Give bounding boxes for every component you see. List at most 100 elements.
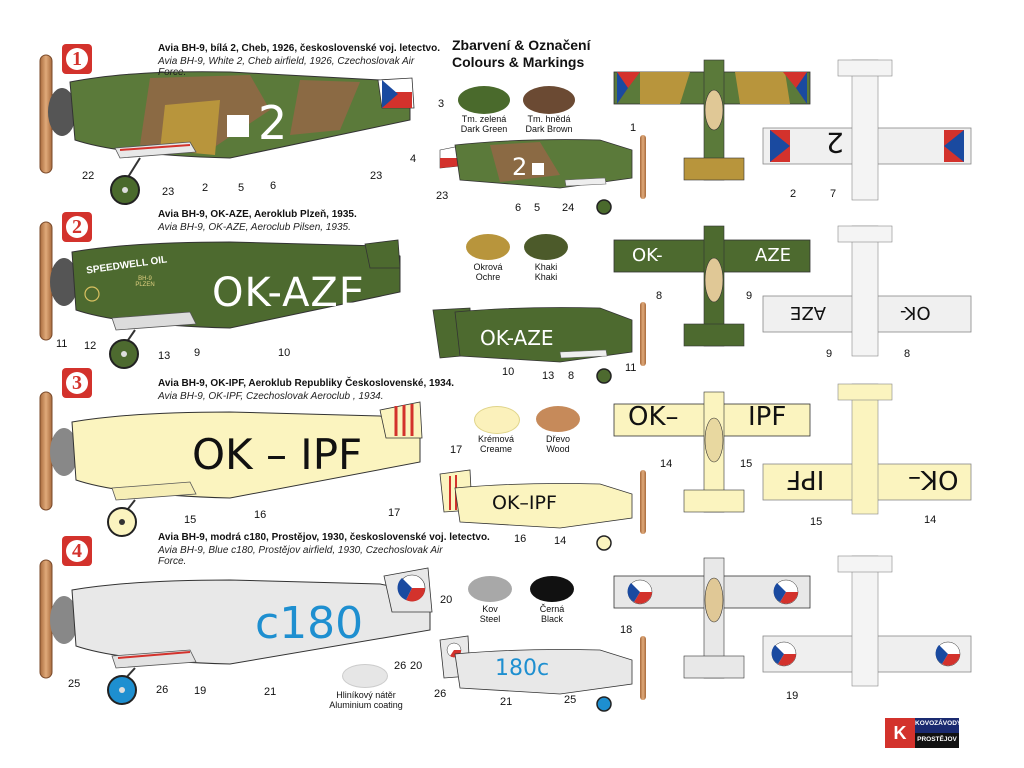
marking-4-main: c180 (255, 598, 364, 649)
callout: 6 (515, 202, 522, 214)
callout: 2 (202, 182, 209, 194)
callout: 18 (620, 624, 633, 636)
callout: 2 (790, 188, 797, 200)
profile-2-main (39, 221, 401, 369)
profile-4-main (39, 559, 433, 705)
wheel-hub (122, 187, 128, 193)
callout: 19 (194, 685, 207, 697)
callout: 14 (924, 514, 937, 526)
camo-brown-2 (290, 80, 360, 135)
callout: 5 (534, 202, 541, 214)
callout: 8 (904, 348, 911, 360)
wing-1-bottom-marking: 2 (826, 126, 844, 159)
marking-1-main: 2 (258, 96, 288, 150)
callout: 26 (394, 660, 407, 672)
wing-2-top-left: OK- (632, 245, 663, 266)
callout: 23 (436, 190, 449, 202)
profile-3-small (439, 469, 646, 551)
profile-1-small (439, 135, 646, 215)
swatch-wood (536, 406, 580, 432)
swatch-dark-brown (523, 86, 575, 114)
callout: 7 (830, 188, 837, 200)
callout: 6 (270, 180, 277, 192)
callout: 17 (388, 507, 401, 519)
planform-2-bottom (762, 225, 972, 357)
badge-2: 2 (62, 212, 92, 242)
callout: 23 (162, 186, 175, 198)
camo-ochre (160, 100, 220, 155)
logo-letter: K (893, 723, 907, 743)
profile-4-small (439, 635, 646, 712)
planform-1-bottom (762, 59, 972, 201)
scheme-2-subtitle: Avia BH-9, OK-AZE, Aeroclub Pilsen, 1935… (158, 222, 351, 233)
planform-2-top (613, 225, 811, 347)
callout: 26 (156, 684, 169, 696)
swatch-creame (474, 406, 520, 434)
scheme-4-title: Avia BH-9, modrá c180, Prostějov, 1930, … (158, 532, 490, 543)
wing-3-bottom-left: IPF (786, 464, 825, 494)
planform-4-top (613, 557, 811, 679)
badge-4: 4 (62, 536, 92, 566)
logo-line2: PROSTĚJOV (917, 736, 957, 743)
callout: 10 (278, 347, 291, 359)
swatch-black (530, 576, 574, 602)
scheme-1-title: Avia BH-9, bílá 2, Cheb, 1926, českoslov… (158, 43, 440, 54)
wing-2-top-right: AZE (755, 245, 792, 266)
kovozavody-logo (885, 718, 959, 748)
engine-cowling (48, 88, 76, 136)
callout: 25 (68, 678, 81, 690)
profile-3-main (39, 391, 423, 537)
wing-stripe (119, 144, 191, 151)
profile-2-small (432, 302, 646, 384)
scheme-1-subtitle: Avia BH-9, White 2, Cheb airfield, 1926,… (158, 56, 415, 78)
wing-2-bottom-left: AZE (790, 302, 827, 323)
swatch-ochre (466, 234, 510, 260)
callout: 10 (502, 366, 515, 378)
marking-2-main: OK-AZE (212, 270, 366, 316)
callout: 21 (264, 686, 277, 698)
scheme-2-title: Avia BH-9, OK-AZE, Aeroklub Plzeň, 1935. (158, 209, 357, 220)
callout: 1 (630, 122, 637, 134)
planform-4-bottom (762, 555, 972, 687)
scheme-4-subtitle: Avia BH-9, Blue c180, Prostějov airfield… (158, 545, 443, 567)
badge-1: 1 (62, 44, 92, 74)
callout: 3 (438, 98, 445, 110)
callout: 15 (810, 516, 823, 528)
marking-3-small: OK–IPF (492, 492, 557, 514)
tail-blue (382, 80, 398, 108)
white-square (227, 115, 249, 137)
callout: 19 (786, 690, 799, 702)
scheme-3-subtitle: Avia BH-9, OK-IPF, Czechoslovak Aeroclub… (158, 391, 384, 402)
callout: 16 (514, 533, 527, 545)
callout: 5 (238, 182, 245, 194)
callout: 21 (500, 696, 513, 708)
wing-3-top-right: IPF (748, 402, 787, 432)
marking-2-small: OK-AZE (480, 326, 554, 350)
callout: 8 (656, 290, 663, 302)
swatch-dark-green (458, 86, 510, 114)
callout: 17 (450, 444, 463, 456)
callout: 23 (370, 170, 383, 182)
colours-title-cz: Zbarvení & Označení (452, 37, 591, 53)
planform-3-top (613, 391, 811, 513)
wing-3-top-left: OK– (628, 402, 679, 432)
callout: 13 (158, 350, 171, 362)
callout: 12 (84, 340, 97, 352)
callout: 15 (740, 458, 753, 470)
club-text: BH-9 PLZEN (135, 276, 155, 288)
callout: 14 (660, 458, 673, 470)
planform-3-bottom (762, 383, 972, 515)
callout: 20 (440, 594, 453, 606)
callout: 11 (56, 338, 68, 350)
callout: 16 (254, 509, 267, 521)
marking-1-small: 2 (512, 153, 528, 181)
marking-4-small: 180c (495, 656, 550, 681)
callout: 25 (564, 694, 577, 706)
scheme-3-title: Avia BH-9, OK-IPF, Aeroklub Republiky Če… (158, 378, 455, 389)
callout: 24 (562, 202, 575, 214)
